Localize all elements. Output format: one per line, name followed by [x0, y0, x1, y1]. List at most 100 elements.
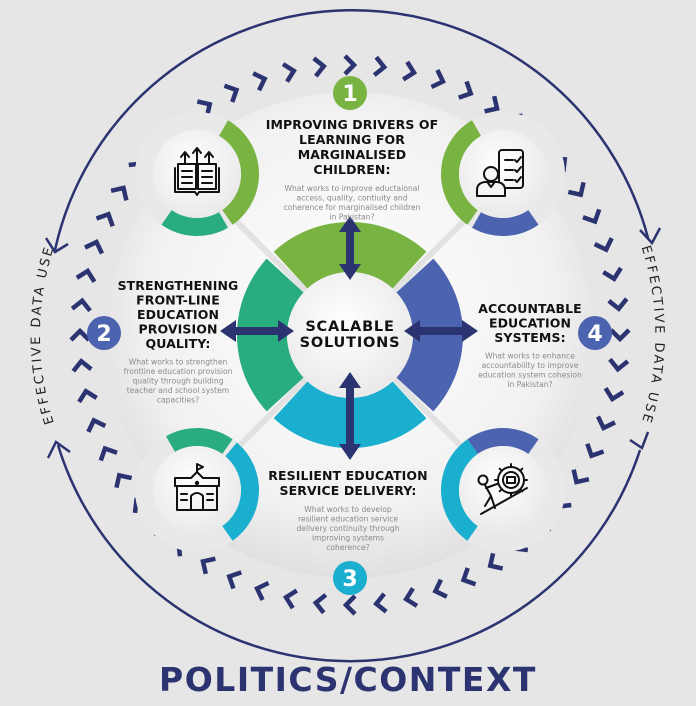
- chevron: [602, 266, 623, 282]
- center-title-line1: SCALABLE: [305, 319, 394, 335]
- chevron: [223, 83, 240, 103]
- chevron: [373, 592, 388, 614]
- pillar-description-line: in Pakistan?: [507, 380, 552, 389]
- chevron: [457, 80, 474, 100]
- chevron: [254, 580, 270, 601]
- arrow-up-down-top: [339, 216, 361, 280]
- outer-arc-bottom: [56, 444, 642, 663]
- corner-icon-group: [440, 428, 565, 552]
- center-disc: [287, 272, 413, 398]
- pillar-title-line: QUALITY:: [146, 336, 211, 351]
- chevron: [70, 297, 92, 313]
- pillar-description-line: quality through building: [132, 377, 223, 386]
- outer-arc-top-arrow-right: [639, 227, 662, 246]
- center-title-line2: SOLUTIONS: [300, 335, 401, 351]
- pillar-title-line: EDUCATION: [137, 307, 219, 322]
- corner-accent-arc: [161, 210, 228, 236]
- chevron: [86, 417, 107, 433]
- corner-icon-group: [135, 112, 259, 236]
- chevron: [607, 297, 629, 312]
- chevron: [312, 56, 327, 78]
- pillar-title-line: LEARNING FOR: [299, 132, 405, 147]
- chevron: [342, 594, 357, 616]
- pillar-2-badge: 2: [87, 316, 121, 350]
- pillar-title-line: MARGINALISED: [298, 147, 407, 162]
- pillar-title-line: CHILDREN:: [313, 162, 390, 177]
- pillar-description-line: education system cohesion: [478, 371, 582, 380]
- pillar-title-line: FRONT-LINE: [136, 293, 220, 308]
- pillar-description-line: What works to enhance: [485, 352, 575, 361]
- corner-accent-arc: [440, 120, 481, 225]
- chevron: [593, 237, 614, 253]
- pillar-title-line: SYSTEMS:: [494, 330, 565, 345]
- chevron: [487, 552, 504, 571]
- pillar-description-line: improving systems: [312, 534, 384, 543]
- corner-accent-arc: [219, 120, 259, 225]
- pillar-description-line: What works to strengthen: [129, 358, 228, 367]
- pillar-description-line: access, quality, contiuity and: [296, 194, 407, 203]
- pillar-description-line: What works to improve eductaional: [284, 184, 419, 193]
- pillar-title-line: PROVISION: [138, 322, 217, 337]
- badge-number: 3: [342, 567, 357, 592]
- chevron: [603, 387, 625, 403]
- corner-icon-circle: [153, 446, 241, 534]
- badge-number: 1: [342, 82, 357, 107]
- pillar-description-line: resilient education service: [298, 515, 398, 524]
- chevron: [567, 181, 586, 198]
- chevron: [200, 556, 216, 575]
- outer-arc-top-arrow-left: [44, 237, 69, 254]
- corner-accent-arc: [467, 428, 539, 454]
- badge-number: 4: [587, 322, 602, 347]
- pillar-description-line: coherence?: [326, 543, 370, 552]
- outer-arc-bottom-arrow-right: [629, 431, 650, 450]
- chevron: [71, 358, 93, 373]
- pillar-description-line: What works to develop: [304, 505, 392, 514]
- chevron: [608, 357, 630, 373]
- person-checklist-icon: [476, 149, 524, 197]
- pillar-description-line: teacher and school system: [127, 386, 229, 395]
- pillar-title-line: IMPROVING DRIVERS OF: [266, 117, 439, 132]
- chevron: [77, 388, 98, 404]
- chevron: [114, 472, 133, 489]
- pillar-4-badge: 4: [578, 316, 612, 350]
- chevron: [609, 328, 631, 343]
- pillar-title-line: RESILIENT EDUCATION: [268, 468, 427, 483]
- chevron: [95, 211, 115, 228]
- left-side-label: EFFECTIVE DATA USE: [29, 244, 58, 426]
- pillar-3-badge: 3: [333, 561, 367, 595]
- chevron: [372, 55, 388, 77]
- corner-icon-group: [440, 112, 565, 236]
- corner-accent-arc: [472, 210, 539, 236]
- pillar-title-line: EDUCATION: [489, 316, 571, 331]
- corner-accent-arc: [222, 442, 259, 541]
- chevron: [582, 208, 602, 225]
- chevron: [460, 567, 477, 587]
- corner-icon-circle: [459, 130, 547, 218]
- footer-title: POLITICS/CONTEXT: [159, 660, 537, 699]
- pillar-title-line: ACCOUNTABLE: [478, 301, 582, 316]
- pillar-1-badge: 1: [333, 76, 367, 110]
- chevron: [75, 267, 97, 283]
- outer-arc-bottom-arrow-left: [46, 440, 71, 459]
- corner-icon-group: [135, 428, 259, 552]
- arrow-left-right-left: [220, 320, 294, 342]
- pillar-2-text: STRENGTHENINGFRONT-LINEEDUCATIONPROVISIO…: [118, 278, 239, 405]
- pillar-title-line: STRENGTHENING: [118, 278, 239, 293]
- book-growth-icon: [174, 147, 220, 196]
- chevron: [281, 62, 297, 83]
- chevron: [252, 71, 268, 92]
- chevron: [595, 415, 616, 431]
- badge-number: 2: [96, 322, 111, 347]
- chevron: [430, 69, 446, 90]
- chevron: [403, 587, 419, 608]
- chevron: [226, 570, 243, 590]
- corner-accent-arc: [166, 428, 233, 454]
- chevron: [343, 54, 358, 76]
- double-arrows: [220, 216, 478, 460]
- chevron: [402, 60, 418, 82]
- chevron: [84, 239, 105, 255]
